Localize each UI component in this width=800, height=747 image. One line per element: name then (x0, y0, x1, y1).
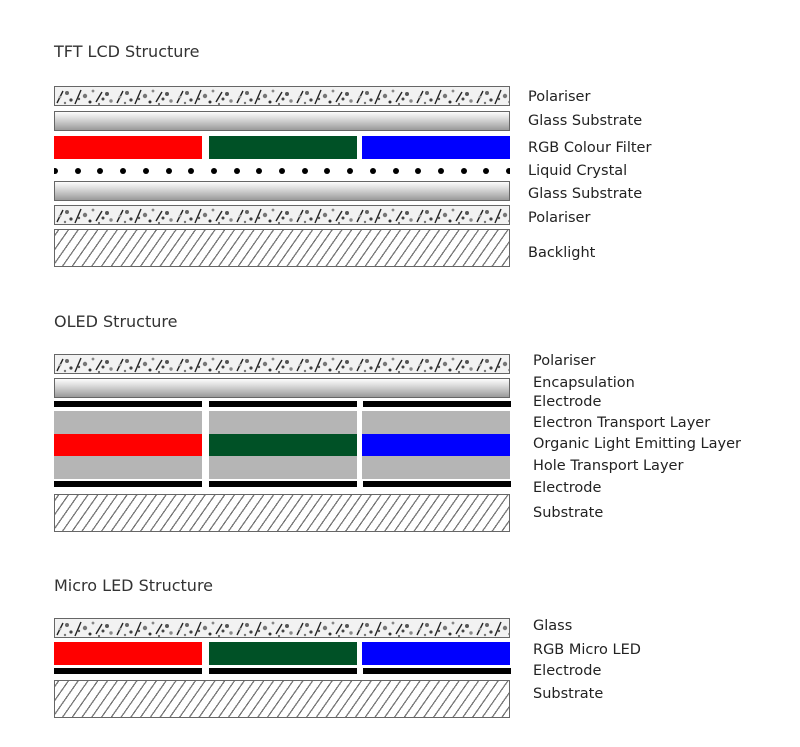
micro-led-substrate-layer (54, 680, 510, 718)
layer-label: Backlight (528, 245, 596, 261)
tft-backlight-layer (54, 229, 510, 267)
oled-substrate-layer (54, 494, 510, 532)
oled-transport-layers-red (54, 411, 202, 479)
oled-transport-layers-blue (362, 411, 510, 479)
liquid-crystal-dot (256, 168, 263, 174)
layer-label: Electron Transport Layer (533, 415, 711, 431)
layer-label: Polariser (528, 89, 591, 105)
layer-label: Electrode (533, 480, 602, 496)
oled-red-emitter (54, 434, 202, 456)
liquid-crystal-dot (392, 168, 399, 174)
layer-label: Glass Substrate (528, 113, 643, 129)
liquid-crystal-dot (188, 168, 195, 174)
layer-label: Liquid Crystal (528, 163, 628, 179)
layer-label: RGB Micro LED (533, 642, 641, 658)
micro-led-glass-layer (54, 618, 510, 638)
liquid-crystal-dot (233, 168, 240, 174)
liquid-crystal-dot (279, 168, 285, 174)
tft-glass-substrate-top-layer (54, 111, 510, 131)
layer-label: Electrode (533, 663, 602, 679)
liquid-crystal-dot (54, 168, 58, 174)
layer-label: RGB Colour Filter (528, 140, 652, 156)
layer-label: Glass Substrate (528, 186, 643, 202)
tft-polariser-top-layer (54, 86, 510, 106)
liquid-crystal-dot (369, 168, 376, 174)
liquid-crystal-dot (74, 168, 81, 174)
tft-red-filter (54, 136, 202, 159)
layer-label: Polariser (528, 210, 591, 226)
liquid-crystal-dot (506, 168, 510, 174)
micro-led-title: Micro LED Structure (54, 576, 214, 595)
layer-label: Hole Transport Layer (533, 458, 684, 474)
layer-label: Substrate (533, 505, 604, 521)
oled-polariser-layer (54, 354, 510, 374)
layer-label: Substrate (533, 686, 604, 702)
oled-top-electrode (54, 401, 202, 407)
liquid-crystal-dot (142, 168, 149, 174)
liquid-crystal-dot (460, 168, 467, 174)
liquid-crystal-dot (97, 168, 104, 174)
micro-led-electrode (54, 668, 202, 674)
oled-green-emitter (209, 434, 357, 456)
micro-led-electrode (209, 668, 357, 674)
oled-title: OLED Structure (54, 312, 178, 331)
tft-lcd-title: TFT LCD Structure (54, 42, 200, 61)
liquid-crystal-dot (210, 168, 217, 174)
liquid-crystal-dot (483, 168, 490, 174)
micro-led-electrode (363, 668, 511, 674)
liquid-crystal-dot (301, 168, 308, 174)
oled-bottom-electrode (363, 481, 511, 487)
oled-top-electrode (363, 401, 511, 407)
tft-liquid-crystal-layer (54, 167, 510, 175)
liquid-crystal-dot (347, 168, 354, 174)
micro-led-blue (362, 642, 510, 665)
oled-top-electrode (209, 401, 357, 407)
layer-label: Glass (533, 618, 573, 634)
layer-label: Encapsulation (533, 375, 635, 391)
tft-blue-filter (362, 136, 510, 159)
liquid-crystal-dot (120, 168, 127, 174)
layer-label: Organic Light Emitting Layer (533, 436, 741, 452)
oled-transport-layers-green (209, 411, 357, 479)
micro-led-red (54, 642, 202, 665)
oled-bottom-electrode (54, 481, 202, 487)
oled-blue-emitter (362, 434, 510, 456)
liquid-crystal-dot (415, 168, 422, 174)
micro-led-green (209, 642, 357, 665)
liquid-crystal-dot (437, 168, 444, 174)
liquid-crystal-dot (324, 168, 331, 174)
tft-green-filter (209, 136, 357, 159)
oled-bottom-electrode (209, 481, 357, 487)
layer-label: Electrode (533, 394, 602, 410)
layer-label: Polariser (533, 353, 596, 369)
liquid-crystal-dot (165, 168, 172, 174)
tft-polariser-bottom-layer (54, 205, 510, 225)
oled-encapsulation-layer (54, 378, 510, 398)
tft-glass-substrate-bottom-layer (54, 181, 510, 201)
